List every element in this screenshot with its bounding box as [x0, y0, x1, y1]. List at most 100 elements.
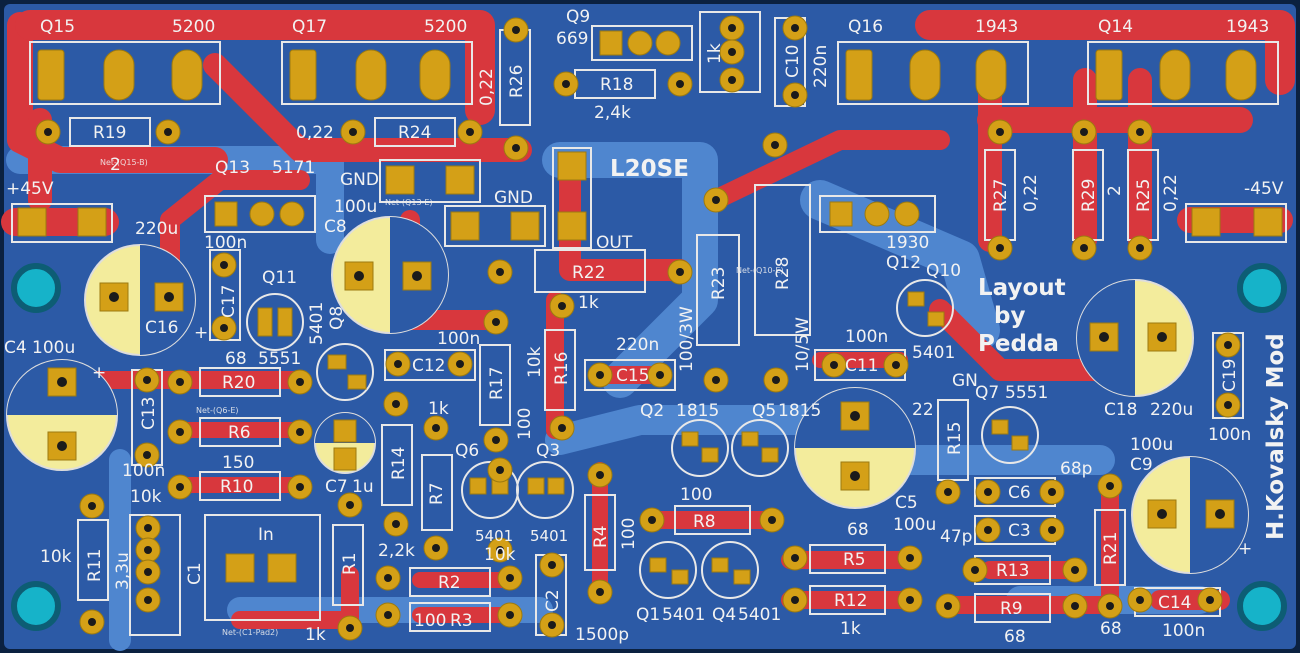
credit-line-2: by	[994, 303, 1025, 329]
ref-q5: Q5	[752, 401, 776, 421]
transistor-q12	[819, 195, 936, 233]
drill-hole	[432, 544, 440, 552]
drill-hole	[548, 621, 556, 629]
drill-hole	[349, 128, 357, 136]
drill-hole	[944, 488, 952, 496]
drill-hole	[596, 588, 604, 596]
part-q16: 1943	[975, 17, 1018, 37]
value-c13: 100n	[122, 461, 165, 481]
ref-q3: Q3	[536, 441, 560, 461]
value-c6: 68p	[1060, 459, 1092, 479]
drill-hole	[492, 318, 500, 326]
drill-hole	[144, 524, 152, 532]
drill-hole	[892, 361, 900, 369]
drill-hole	[143, 451, 151, 459]
value-r20: 68	[225, 349, 247, 369]
transistor-q7	[981, 406, 1039, 464]
drill-hole	[296, 378, 304, 386]
net-label: Net-(Q15-B)	[100, 158, 148, 167]
terminal-pad	[17, 207, 47, 237]
ref-c2: C2	[543, 589, 563, 612]
drill-hole	[496, 546, 504, 554]
out-label: OUT	[596, 233, 633, 253]
pads	[17, 15, 1283, 641]
value-c9: 100u	[1130, 435, 1173, 455]
ref-c5: C5	[895, 493, 918, 513]
terminal-pad	[557, 211, 587, 241]
ref-c6: C6	[1008, 483, 1031, 503]
ref-r7: R7	[427, 482, 447, 505]
drill-hole	[1106, 602, 1114, 610]
part-q6-area: 5401	[475, 527, 513, 545]
part-q15: 5200	[172, 17, 215, 37]
credit-line-3: Pedda	[978, 331, 1059, 357]
mounting-holes	[11, 263, 1287, 631]
drill-hole	[791, 24, 799, 32]
drill-hole	[176, 483, 184, 491]
transistor-q4	[701, 541, 759, 599]
value-r23: 100/3W	[677, 306, 697, 372]
drill-hole	[496, 466, 504, 474]
drill-hole	[384, 574, 392, 582]
ref-r4: R4	[591, 525, 611, 548]
terminal-pad	[385, 165, 415, 195]
part-q17: 5200	[424, 17, 467, 37]
transistor-q9	[591, 25, 693, 61]
value-r22: 1k	[578, 293, 599, 313]
part-q3: 5401	[530, 527, 568, 545]
drill-hole	[771, 141, 779, 149]
transistor-q13	[204, 195, 316, 233]
ref-r28: R28	[773, 257, 793, 290]
terminal-pad	[77, 207, 107, 237]
ref-r17: R17	[487, 367, 507, 400]
ref-r25: R25	[1134, 179, 1154, 212]
value-r5: 68	[847, 520, 869, 540]
value-r16: 10k	[525, 346, 545, 378]
gnd-label-2: GND	[494, 188, 533, 208]
drill-hole	[676, 268, 684, 276]
drill-hole	[984, 526, 992, 534]
part-q8: 5401	[307, 302, 327, 345]
drill-hole	[656, 371, 664, 379]
ref-r2: R2	[438, 573, 461, 593]
value-r9: 68	[1004, 627, 1026, 647]
drill-hole	[791, 91, 799, 99]
ref-c8: C8	[324, 217, 347, 237]
plus-c9: +	[1238, 539, 1252, 559]
drill-hole	[906, 596, 914, 604]
misc-2: 2	[110, 155, 121, 175]
ref-r6: R6	[228, 423, 251, 443]
drill-hole	[1136, 596, 1144, 604]
terminal-pad	[510, 211, 540, 241]
drill-hole	[1136, 128, 1144, 136]
terminal-pad	[445, 165, 475, 195]
ref-q15: Q15	[40, 17, 75, 37]
value-c19: 100n	[1208, 425, 1251, 445]
power-neg-label: -45V	[1244, 179, 1284, 199]
ref-r5: R5	[843, 550, 866, 570]
drill-hole	[392, 520, 400, 528]
value-c7: 1u	[352, 477, 374, 497]
value-c3: 47p	[940, 527, 972, 547]
drill-hole	[346, 501, 354, 509]
ref-r22: R22	[572, 263, 605, 283]
transistor-q1	[639, 541, 697, 599]
drill-hole	[728, 48, 736, 56]
ref-r10: R10	[220, 477, 253, 497]
value-r18: 2,4k	[594, 103, 631, 123]
ref-c14: C14	[1158, 593, 1192, 613]
part-q4: 5401	[738, 605, 781, 625]
value-r21: 68	[1100, 619, 1122, 639]
drill-hole	[143, 376, 151, 384]
value-c15: 220n	[616, 335, 659, 355]
ref-c10: C10	[783, 44, 803, 78]
ref-c4: C4	[4, 338, 27, 358]
ref-q12: Q12	[886, 253, 921, 273]
drill-hole	[676, 80, 684, 88]
transistor-q5	[731, 419, 789, 477]
drill-hole	[1224, 341, 1232, 349]
ref-q17: Q17	[292, 17, 327, 37]
drill-hole	[1206, 596, 1214, 604]
transistor-q8	[316, 343, 374, 401]
drill-hole	[144, 546, 152, 554]
